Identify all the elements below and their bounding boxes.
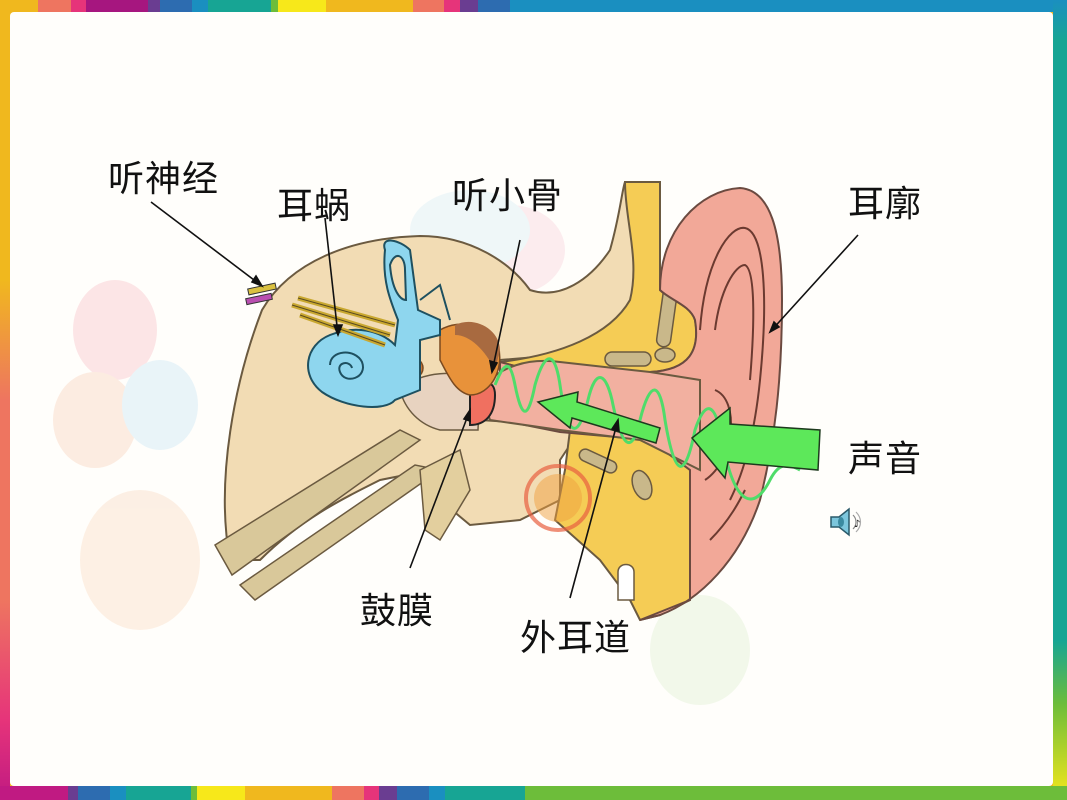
ear-anatomy-diagram bbox=[53, 181, 859, 705]
label-sound: 声音 bbox=[848, 439, 923, 480]
large-arrow bbox=[690, 406, 821, 480]
right-color-border bbox=[1053, 0, 1067, 800]
small-arrow bbox=[536, 391, 661, 444]
auditory-nerve bbox=[245, 282, 396, 348]
bottom-color-border bbox=[0, 786, 1067, 800]
label-cochlea: 耳蜗 bbox=[277, 186, 352, 227]
background-balloons bbox=[53, 190, 750, 705]
label-ear-canal: 外耳道 bbox=[520, 618, 632, 659]
label-auricle: 耳廓 bbox=[848, 184, 923, 225]
speaker-sound-icon[interactable]: ♪ bbox=[827, 505, 867, 539]
label-eardrum: 鼓膜 bbox=[360, 591, 435, 632]
svg-text:♪: ♪ bbox=[854, 519, 860, 530]
label-ossicles: 听小骨 bbox=[452, 176, 564, 217]
cochlea bbox=[307, 239, 451, 408]
top-color-border bbox=[0, 0, 1067, 12]
left-color-border bbox=[0, 0, 10, 800]
label-auditory-nerve: 听神经 bbox=[108, 159, 220, 200]
slide-canvas: 听神经 耳蜗 听小骨 耳廓 声音 鼓膜 外耳道 ♪ bbox=[10, 12, 1053, 786]
